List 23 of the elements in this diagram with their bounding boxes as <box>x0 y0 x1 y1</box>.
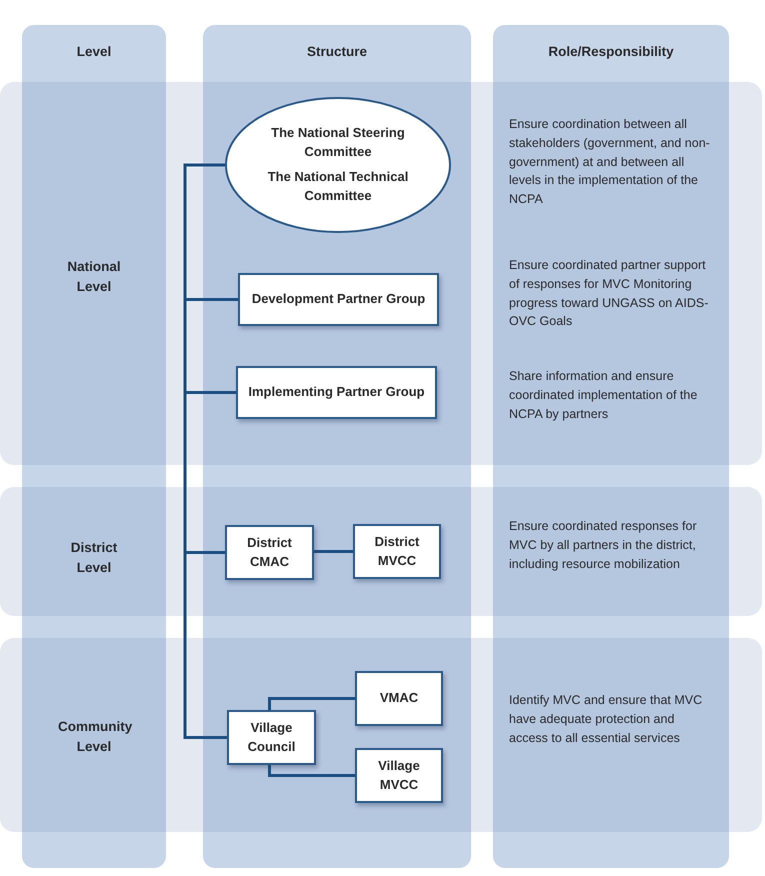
column-header: Structure <box>306 43 368 61</box>
org-box: Village Council <box>227 710 316 765</box>
org-box: District CMAC <box>225 525 314 580</box>
org-box: District MVCC <box>353 524 441 579</box>
connector-line <box>314 550 353 553</box>
column-header: Role/Responsibility <box>547 43 675 61</box>
committee-name: The National Steering Committee <box>270 124 406 162</box>
role-text: Ensure coordination between all stakeholders (government, and non-government) at and between all levels in the implementation of the NCPA <box>509 116 711 208</box>
level-name: National Level <box>66 258 122 296</box>
connector-line <box>268 697 355 710</box>
level-name: District Level <box>70 539 118 578</box>
role-text: Identify MVC and ensure that MVC have adequate protection and access to all essential services <box>509 692 704 746</box>
org-box: Development Partner Group <box>238 273 439 326</box>
column-header: Level <box>76 43 112 61</box>
level-name: Community Level <box>58 718 130 756</box>
org-box: Implementing Partner Group <box>236 366 437 419</box>
connector-line <box>268 765 355 777</box>
role-text: Ensure coordinated partner support of responses for MVC Monitoring progress toward UNGASS on AIDS-OVC Goals <box>509 257 710 330</box>
role-text: Share information and ensure coordinated implementation of the NCPA by partners <box>509 368 698 423</box>
role-text: Ensure coordinated responses for MVC by all partners in the district, including resource mobilization <box>509 518 698 573</box>
committee-name: The National Technical Committee <box>266 168 410 205</box>
org-box: Village MVCC <box>355 748 443 803</box>
org-box: VMAC <box>355 671 443 726</box>
